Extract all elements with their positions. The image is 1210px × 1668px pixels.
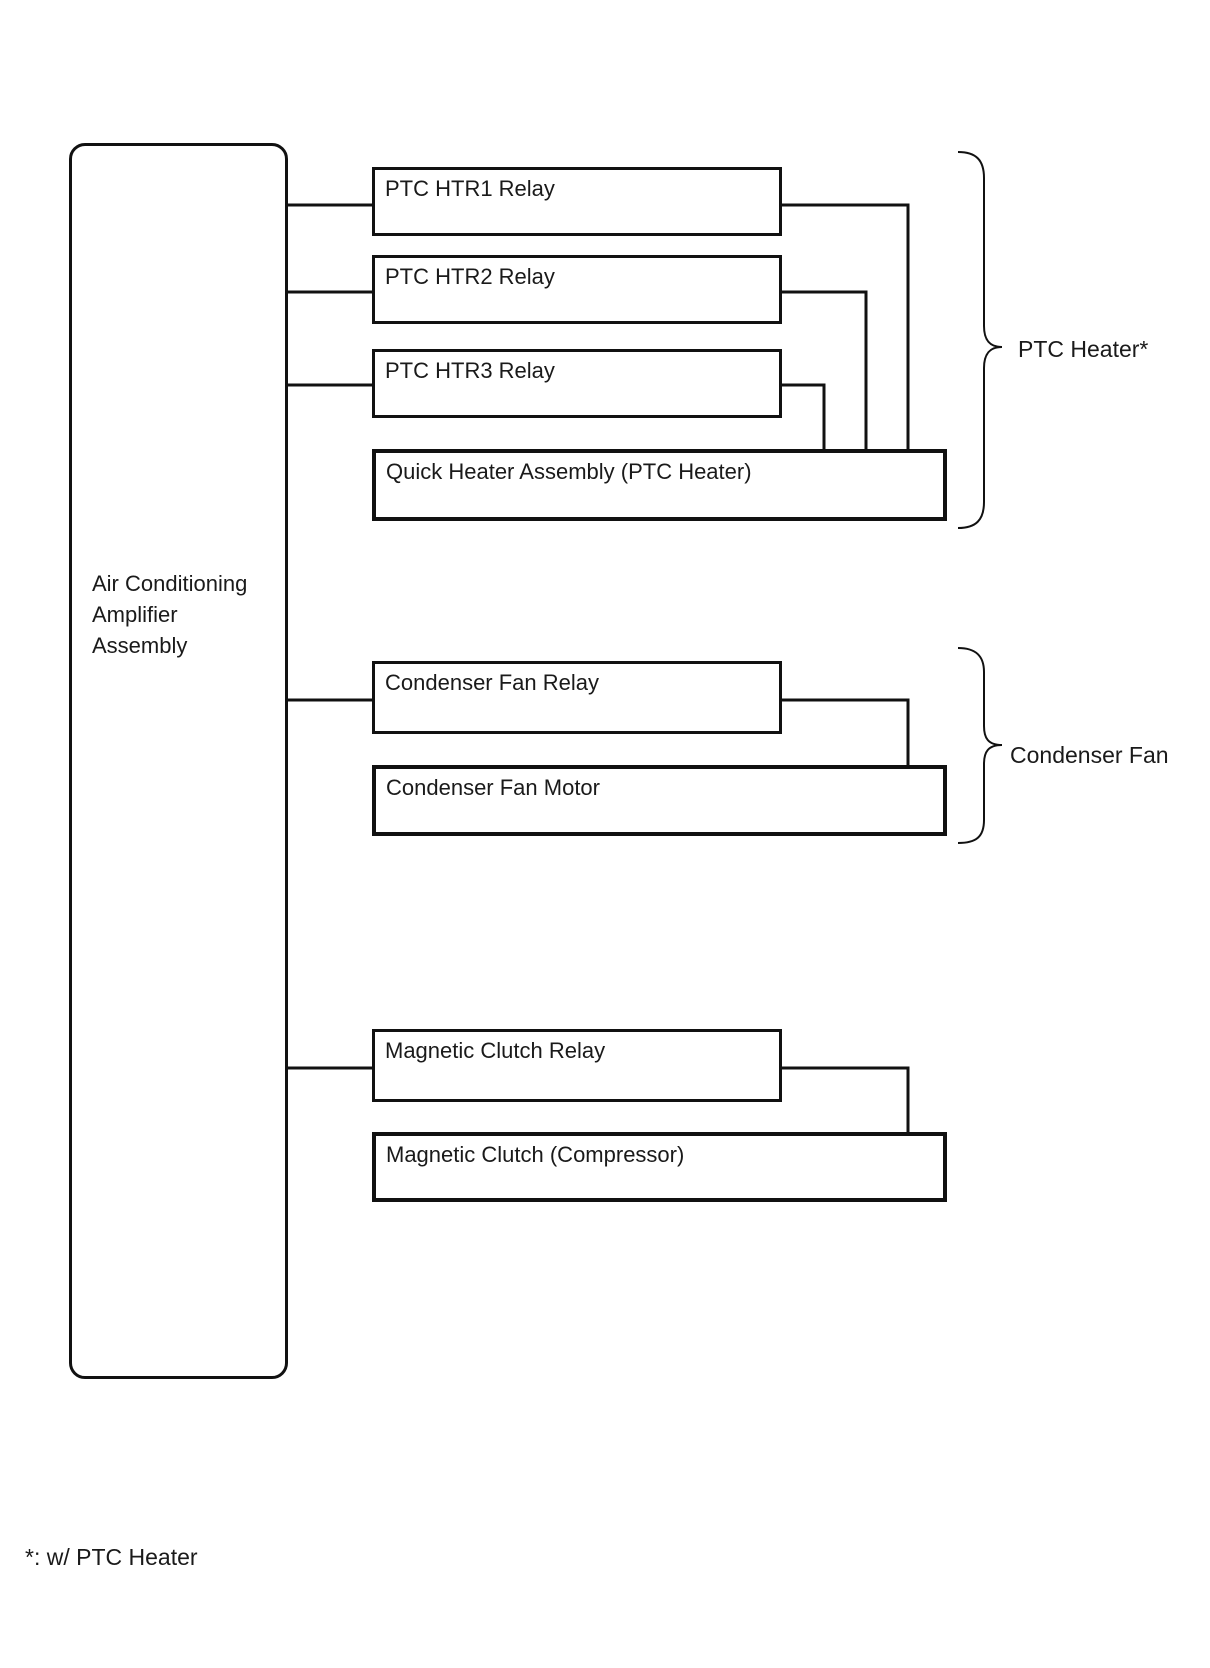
node-quick-heater-assembly: Quick Heater Assembly (PTC Heater) [372, 449, 947, 521]
brace-condenser-fan-group [957, 647, 1003, 844]
node-magnetic-clutch-compressor: Magnetic Clutch (Compressor) [372, 1132, 947, 1202]
connector-condenser-fan-relay-to-motor [781, 698, 910, 768]
node-ptc-htr1-relay: PTC HTR1 Relay [372, 167, 782, 236]
node-magnetic-clutch-relay: Magnetic Clutch Relay [372, 1029, 782, 1102]
footnote: *: w/ PTC Heater [25, 1544, 198, 1570]
brace-ptc-heater-group [957, 151, 1003, 529]
group-label-condenser-fan: Condenser Fan [1010, 742, 1169, 768]
connector-magnetic-clutch-relay-to-compressor [781, 1066, 910, 1135]
connector-htr3-relay-to-quick-heater [781, 383, 826, 452]
connector-htr2-relay-to-quick-heater [781, 290, 868, 452]
connector-htr1-relay-to-quick-heater [781, 203, 910, 452]
node-condenser-fan-motor: Condenser Fan Motor [372, 765, 947, 836]
node-ptc-htr2-relay: PTC HTR2 Relay [372, 255, 782, 324]
node-ptc-htr3-relay: PTC HTR3 Relay [372, 349, 782, 418]
node-air-conditioning-amplifier-assembly: Air Conditioning Amplifier Assembly [69, 143, 288, 1379]
group-label-ptc-heater: PTC Heater* [1018, 336, 1149, 362]
node-condenser-fan-relay: Condenser Fan Relay [372, 661, 782, 734]
